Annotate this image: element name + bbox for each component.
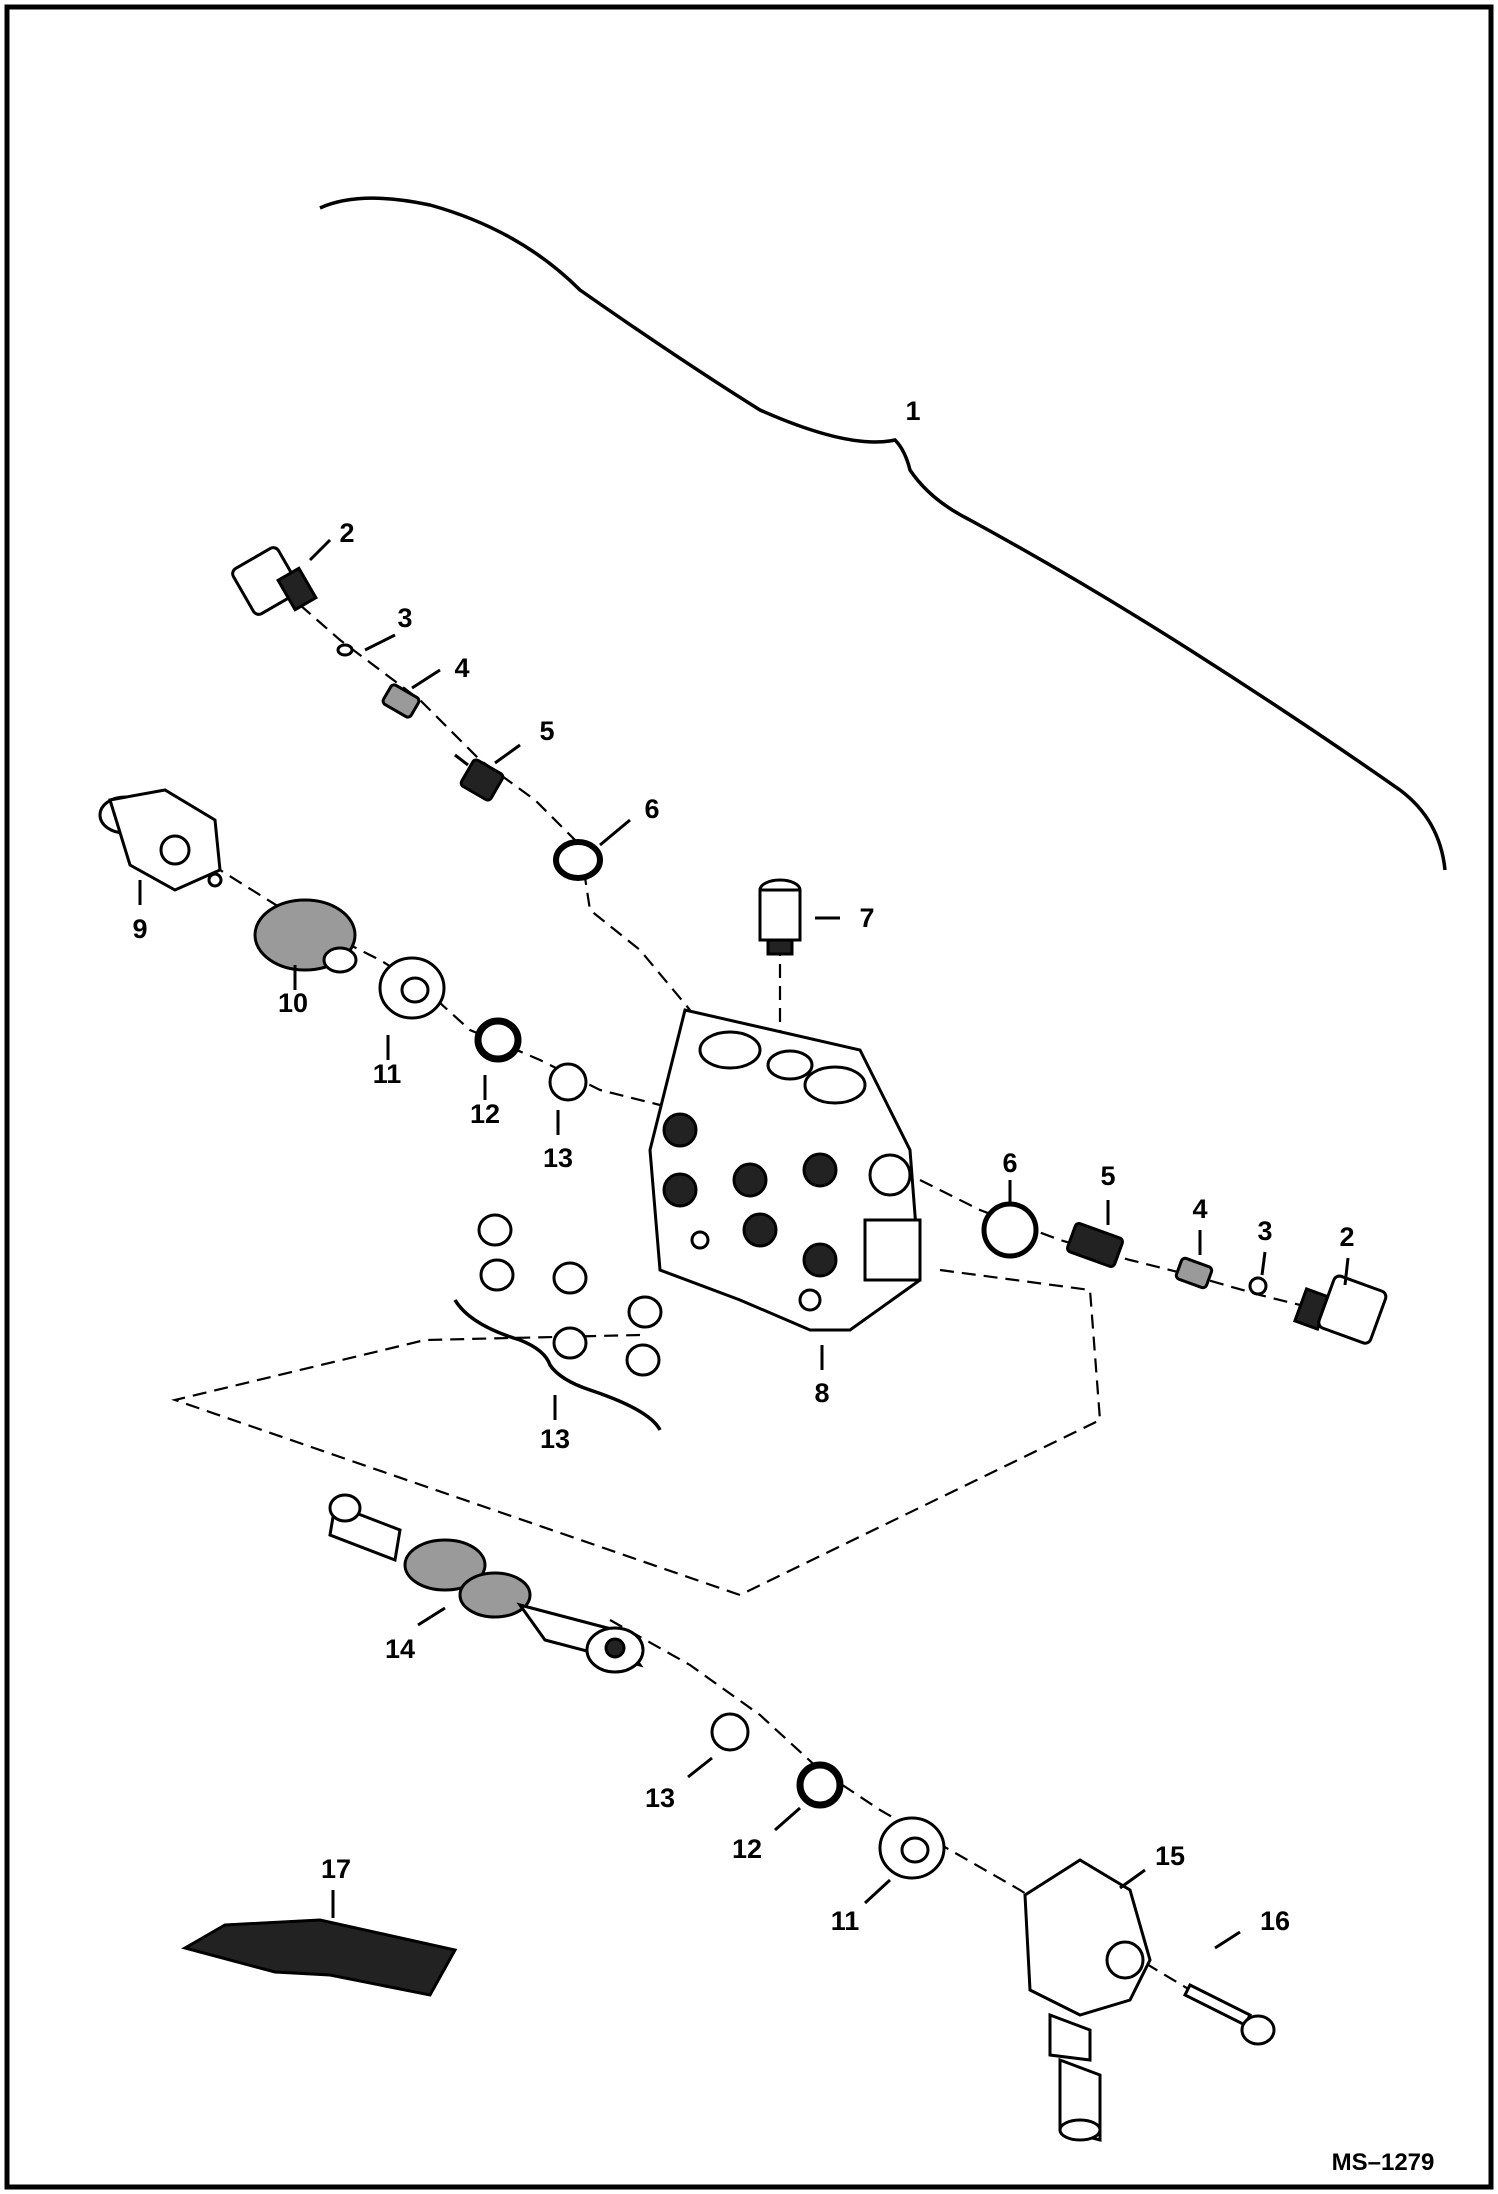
oring-part-6-upper (553, 839, 603, 881)
spring-part-4-upper (381, 683, 421, 719)
spring-cap-part-9 (98, 788, 223, 892)
callout-c15: 15 (1155, 1841, 1185, 1871)
callout-c8: 8 (814, 1378, 829, 1408)
oring-kit-part-13 (453, 1213, 663, 1431)
oring-part-13-upper (548, 1062, 588, 1102)
oring-part-6-right (981, 1201, 1039, 1259)
callout-c7: 7 (859, 903, 874, 933)
callout-c13a: 13 (543, 1143, 573, 1173)
callout-c14: 14 (385, 1634, 415, 1664)
callout-c9: 9 (132, 914, 147, 944)
callout-c16: 16 (1260, 1906, 1290, 1936)
callout-c4b: 4 (1192, 1194, 1207, 1224)
spring-part-4-right (1174, 1256, 1214, 1290)
valve-body-part-8 (648, 1008, 922, 1332)
assembly-brace-1 (319, 196, 1447, 871)
callout-c5a: 5 (539, 716, 554, 746)
callout-c6a: 6 (644, 794, 659, 824)
plug-part-2-upper (231, 546, 318, 616)
bolt-part-16 (1182, 1982, 1276, 2046)
washer-hole-11-lower (900, 1836, 930, 1864)
page-frame (4, 4, 1494, 2190)
callout-c11a: 11 (373, 1059, 402, 1089)
callout-c5b: 5 (1100, 1161, 1115, 1191)
callout-c11b: 11 (831, 1906, 860, 1936)
handle-bracket-part-15 (1023, 1858, 1152, 2142)
callout-leaders (138, 538, 1350, 1950)
callout-c3a: 3 (397, 603, 412, 633)
callout-c1: 1 (905, 396, 920, 426)
spring-part-10 (253, 898, 358, 974)
callout-c2a: 2 (339, 518, 354, 548)
callout-c3b: 3 (1257, 1216, 1272, 1246)
decal-part-17 (181, 1918, 458, 1997)
check-valve-part-7 (758, 878, 802, 956)
callout-c13c: 13 (645, 1783, 675, 1813)
ball-part-3-right (1248, 1276, 1268, 1296)
poppet-part-5-upper (454, 753, 505, 802)
poppet-part-5-right (1066, 1221, 1124, 1269)
figure-id: MS–1279 (1332, 2149, 1435, 2176)
callout-c10: 10 (278, 988, 308, 1018)
callout-c12b: 12 (732, 1834, 762, 1864)
callout-c12a: 12 (470, 1099, 500, 1129)
callout-c17: 17 (321, 1854, 351, 1884)
callout-c13b: 13 (540, 1424, 570, 1454)
oring-part-13-lower (710, 1712, 750, 1752)
ball-part-3-upper (336, 643, 354, 657)
seal-part-12-lower (796, 1761, 844, 1809)
callout-c6b: 6 (1002, 1148, 1017, 1178)
seal-part-12-upper (474, 1017, 522, 1063)
callout-c4a: 4 (454, 653, 469, 683)
spool-part-14 (328, 1493, 645, 1674)
plug-part-2-right (1292, 1274, 1388, 1345)
assembly-guide-lines (129, 604, 1321, 1991)
washer-hole-11-upper (400, 976, 430, 1004)
callout-c2b: 2 (1339, 1222, 1354, 1252)
